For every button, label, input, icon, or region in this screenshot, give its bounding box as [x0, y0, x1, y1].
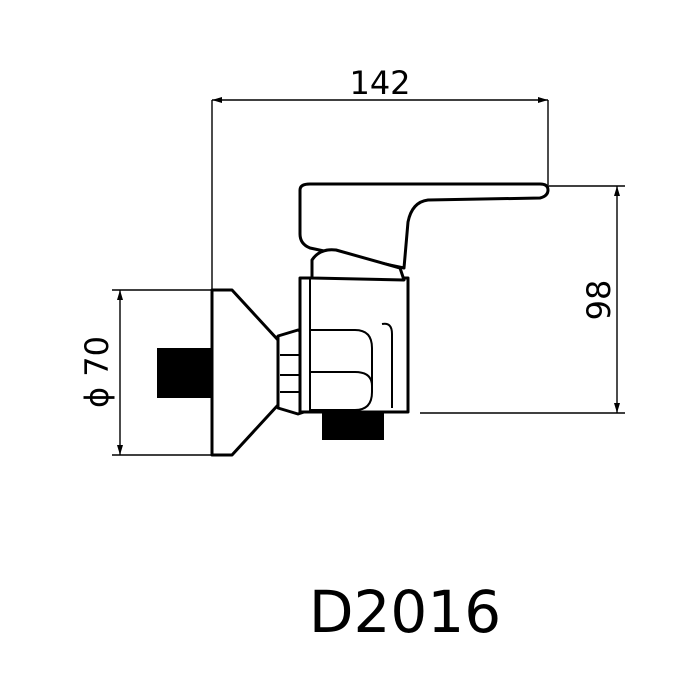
wall-inlet-block: [157, 348, 212, 398]
height-dimension: 98: [420, 185, 625, 414]
diameter-label: ϕ 70: [78, 336, 116, 408]
wall-flange: [157, 288, 280, 457]
lever-handle: [298, 182, 550, 282]
width-dimension: 142: [211, 64, 549, 290]
width-label: 142: [349, 64, 410, 102]
height-label: 98: [580, 280, 618, 321]
valve-body: [298, 276, 410, 440]
bottom-outlet-block: [322, 412, 384, 440]
model-code: D2016: [309, 578, 501, 646]
